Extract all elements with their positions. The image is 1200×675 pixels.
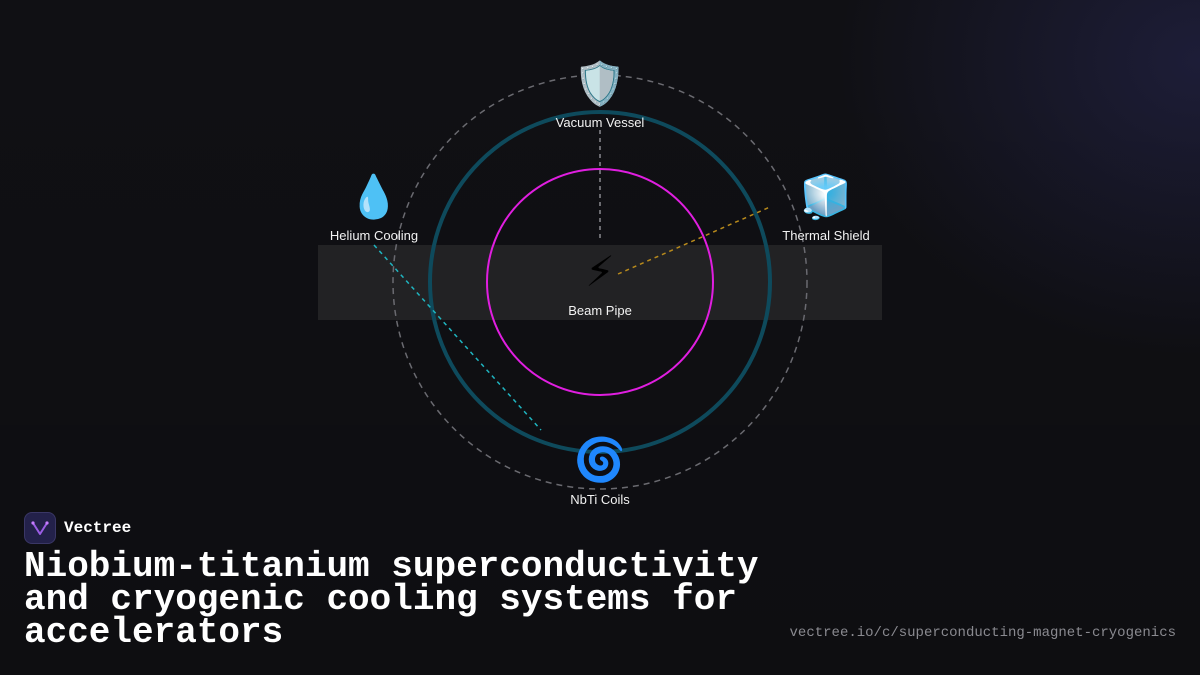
ice-cube-icon: 🧊: [799, 172, 853, 221]
shield-icon: 🛡️: [573, 59, 627, 108]
beam-band: [318, 245, 882, 320]
brand-name: Vectree: [64, 519, 132, 537]
water-drop-icon: 💧: [347, 172, 401, 221]
page-title: Niobium-titanium superconductivity and c…: [24, 546, 759, 653]
thermal-shield-label: Thermal Shield: [782, 228, 870, 243]
source-url[interactable]: vectree.io/c/superconducting-magnet-cryo…: [789, 625, 1176, 641]
inner-ring: [486, 168, 714, 396]
helium-cooling-label: Helium Cooling: [329, 228, 419, 243]
brand: Vectree: [24, 512, 131, 544]
middle-ring: [428, 110, 772, 454]
spiral-icon: 🌀: [573, 435, 627, 484]
center-label: Beam Pipe: [568, 303, 632, 318]
helium-link: [373, 244, 542, 431]
vectree-logo-icon: [24, 512, 56, 544]
vacuum-vessel-label: Vacuum Vessel: [555, 115, 645, 130]
high-voltage-icon: ⚡: [585, 247, 615, 296]
outer-ring: [392, 74, 808, 490]
thermal-link: [617, 206, 771, 275]
nbti-coils-label: NbTi Coils: [570, 492, 630, 507]
